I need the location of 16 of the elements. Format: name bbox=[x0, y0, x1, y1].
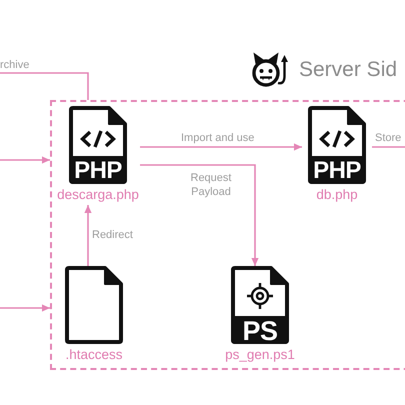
edge-label: Import and use bbox=[181, 131, 254, 145]
arrow bbox=[0, 304, 50, 312]
arrow bbox=[140, 164, 259, 266]
connector-line bbox=[372, 146, 405, 148]
file-name: db.php bbox=[316, 187, 358, 203]
group-title: Server Sid bbox=[299, 56, 398, 82]
file-name: descarga.php bbox=[57, 187, 139, 203]
file-name: ps_gen.ps1 bbox=[225, 347, 295, 363]
file-type-tag: PHP bbox=[69, 156, 127, 184]
arrow bbox=[140, 143, 302, 151]
arrow bbox=[0, 156, 50, 164]
file-type-tag: PS bbox=[231, 316, 289, 344]
file-name: .htaccess bbox=[65, 347, 123, 363]
file-type-tag: PHP bbox=[308, 156, 366, 184]
arrow bbox=[84, 205, 92, 266]
connector-line bbox=[0, 72, 89, 100]
